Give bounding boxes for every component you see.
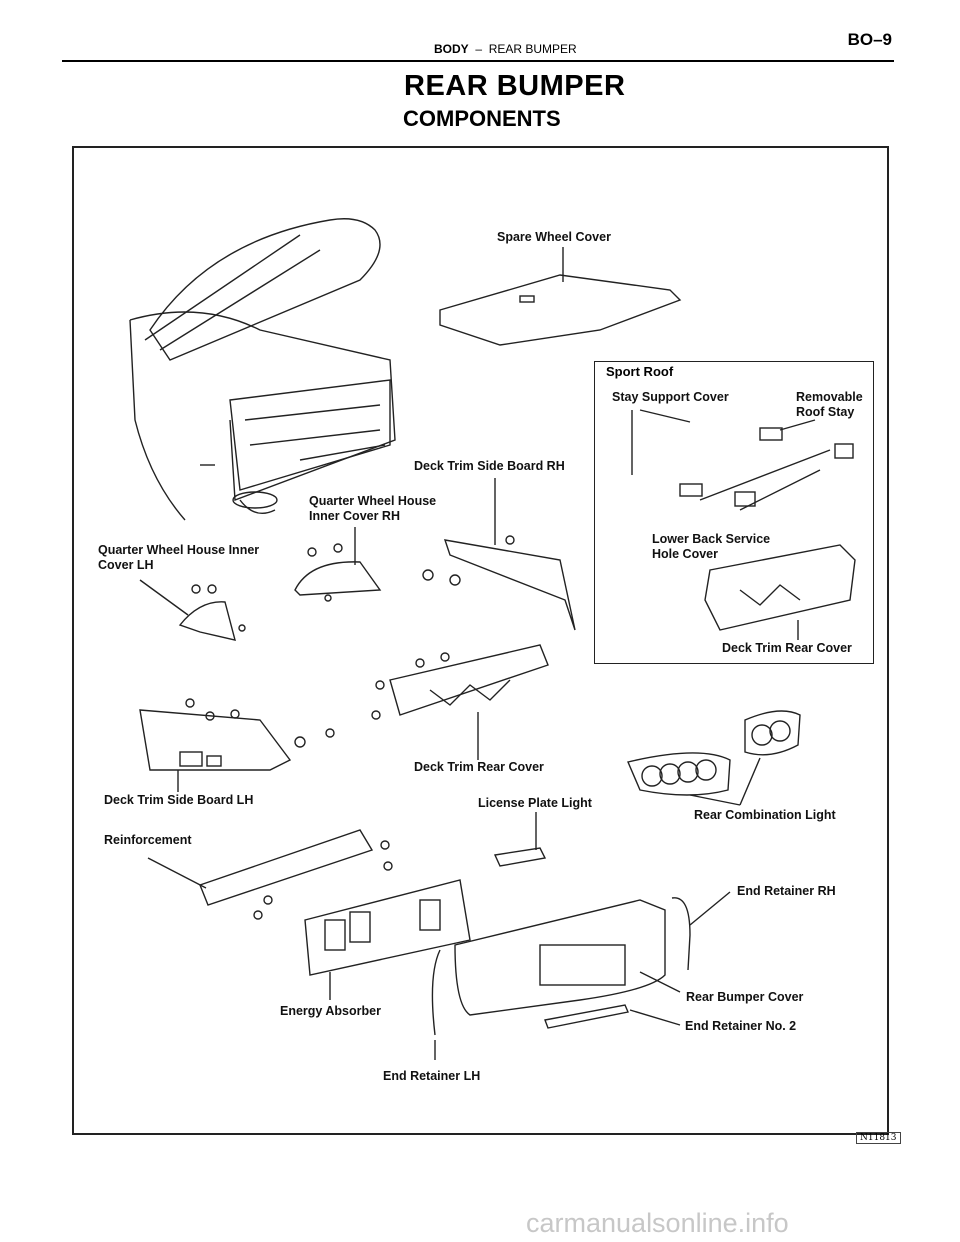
figure-code: N11813: [856, 1132, 901, 1144]
page-subtitle: COMPONENTS: [403, 106, 561, 131]
deck-trim-side-board-lh-illustration: [139, 698, 335, 792]
header-section: BODY – REAR BUMPER: [434, 42, 577, 56]
deck-trim-side-board-rh-illustration: [422, 478, 576, 631]
page-code: BO–9: [847, 30, 892, 49]
label-removable-roof-stay-line1: Removable: [796, 390, 863, 404]
header-separator: –: [475, 42, 483, 56]
diagram-frame: [72, 146, 889, 1135]
label-energy-absorber: Energy Absorber: [280, 1004, 381, 1018]
label-lower-back-service-line1: Lower Back Service: [652, 532, 771, 546]
watermark: carmanualsonline.info: [526, 1208, 789, 1238]
label-rear-combination-light: Rear Combination Light: [694, 808, 836, 822]
sport-roof-inset: [594, 361, 874, 664]
page-title: REAR BUMPER: [404, 70, 626, 102]
label-removable-roof-stay-line2: Roof Stay: [796, 405, 855, 419]
label-deck-trim-rear-cover: Deck Trim Rear Cover: [414, 760, 544, 774]
label-rear-bumper-cover: Rear Bumper Cover: [686, 990, 804, 1004]
car-body-illustration: [129, 218, 396, 521]
label-qwh-inner-cover-rh: Quarter Wheel House Inner Cover RH: [309, 494, 436, 524]
label-reinforcement: Reinforcement: [104, 833, 192, 847]
label-end-retainer-no2: End Retainer No. 2: [685, 1019, 797, 1033]
reinforcement-illustration: [147, 829, 393, 920]
label-deck-trim-side-board-rh: Deck Trim Side Board RH: [414, 459, 565, 473]
header-section-name: BODY: [434, 42, 469, 56]
label-removable-roof-stay: Removable Roof Stay: [796, 390, 863, 420]
energy-absorber-illustration: [304, 879, 471, 1000]
license-plate-light-illustration: [493, 812, 547, 867]
label-qwh-inner-cover-lh-line1: Quarter Wheel House Inner: [98, 543, 260, 557]
deck-trim-rear-cover-illustration: [371, 644, 549, 760]
label-lower-back-service-line2: Hole Cover: [652, 547, 718, 561]
sport-roof-detail-illustration: [631, 409, 856, 640]
label-inset-deck-trim-rear-cover: Deck Trim Rear Cover: [722, 641, 852, 655]
qwh-inner-cover-lh-illustration: [139, 579, 246, 641]
label-end-retainer-lh: End Retainer LH: [383, 1069, 481, 1083]
inset-title: Sport Roof: [606, 364, 674, 379]
label-lower-back-service-hole-cover: Lower Back Service Hole Cover: [652, 532, 770, 562]
header-rule: [62, 60, 894, 62]
label-qwh-inner-cover-lh-line2: Cover LH: [98, 558, 154, 572]
label-end-retainer-rh: End Retainer RH: [737, 884, 836, 898]
label-license-plate-light: License Plate Light: [478, 796, 592, 810]
header-subsection: REAR BUMPER: [488, 42, 577, 56]
label-qwh-inner-cover-rh-line2: Inner Cover RH: [309, 509, 400, 523]
label-spare-wheel-cover: Spare Wheel Cover: [497, 230, 611, 244]
spare-wheel-cover-illustration: [439, 247, 682, 346]
end-retainer-illustration: [431, 891, 731, 1060]
label-deck-trim-side-board-lh: Deck Trim Side Board LH: [104, 793, 254, 807]
label-qwh-inner-cover-rh-line1: Quarter Wheel House: [309, 494, 437, 508]
label-stay-support-cover: Stay Support Cover: [612, 390, 729, 404]
qwh-inner-cover-rh-illustration: [294, 527, 382, 602]
rear-bumper-cover-illustration: [454, 899, 681, 1016]
rear-combination-light-illustration: [627, 710, 801, 806]
label-qwh-inner-cover-lh: Quarter Wheel House Inner Cover LH: [98, 543, 259, 573]
